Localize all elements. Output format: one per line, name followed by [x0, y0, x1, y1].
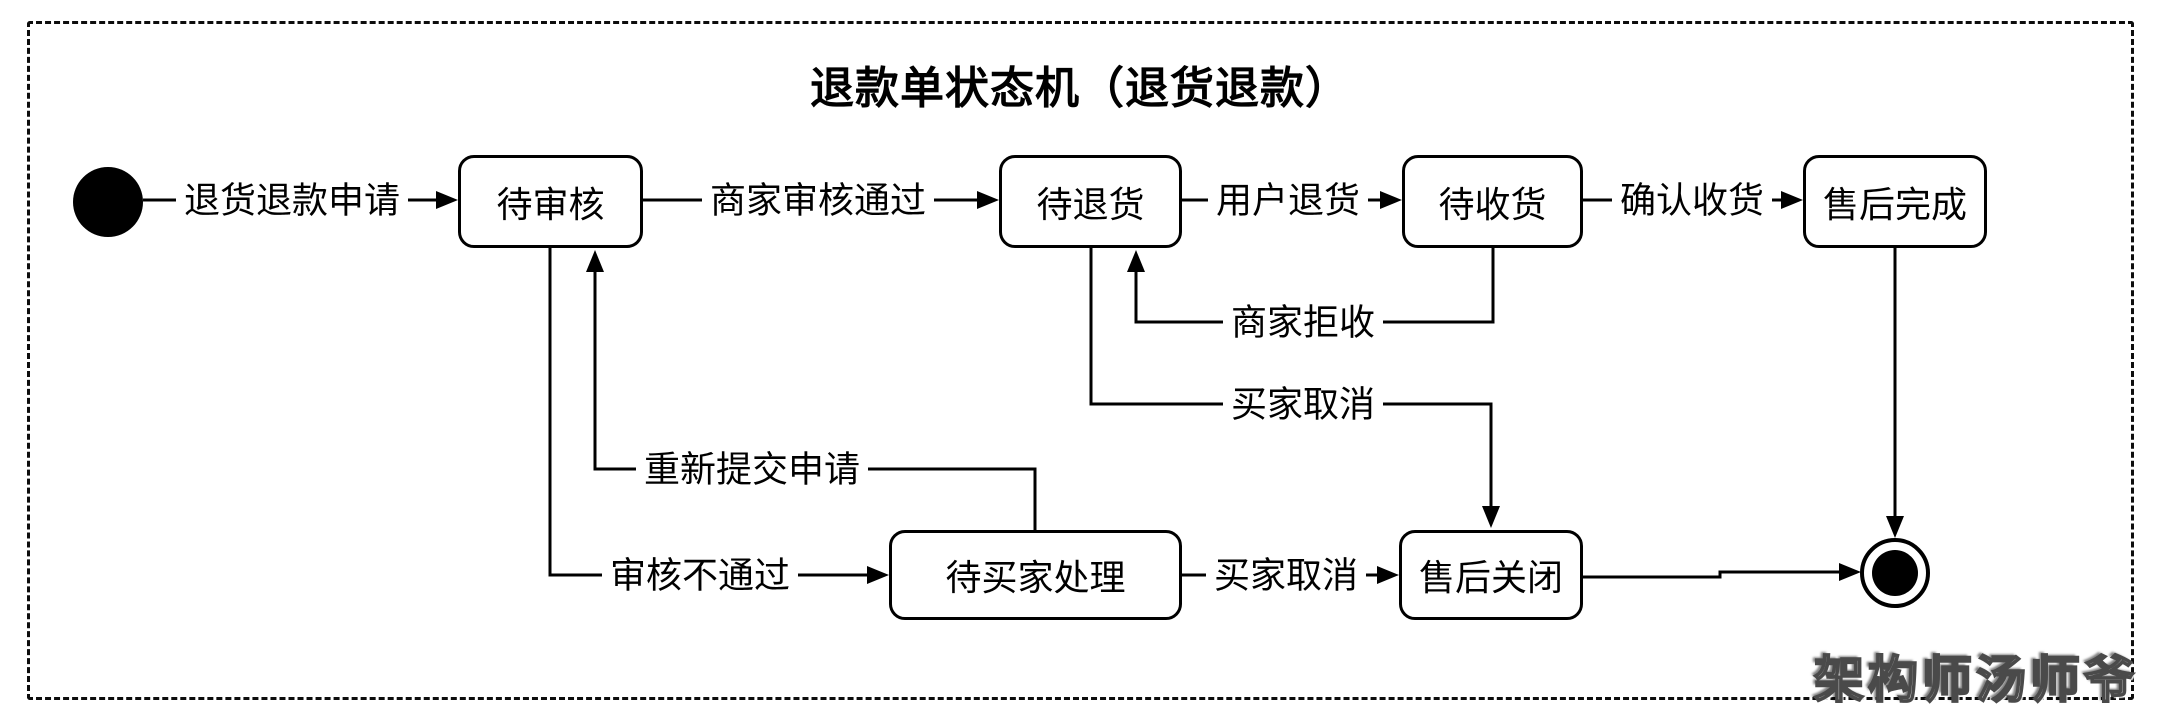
edge-resubmit [593, 262, 1037, 530]
state-pending-return: 待退货 [999, 155, 1182, 248]
transition-label-merchant-approve: 商家审核通过 [701, 179, 935, 221]
transition-label-resubmit: 重新提交申请 [635, 448, 869, 490]
state-aftersale-done-label: 售后完成 [1822, 183, 1967, 225]
arrowhead-confirm-receive [1781, 191, 1803, 209]
arrowhead-resubmit [586, 250, 604, 272]
state-aftersale-closed: 售后关闭 [1399, 530, 1583, 620]
diagram-dashed-border [27, 21, 2134, 700]
transition-label-user-return: 用户退货 [1207, 179, 1369, 221]
state-pending-buyer-label: 待买家处理 [945, 557, 1126, 598]
edge-review-fail [548, 248, 881, 577]
diagram-title: 退款单状态机（退货退款） [810, 64, 1350, 113]
arrowhead-merchant-approve [977, 191, 999, 209]
edge-closed-to-end [1583, 570, 1853, 579]
transition-label-apply: 退货退款申请 [175, 179, 409, 221]
arrowhead-merchant-reject [1127, 250, 1145, 272]
transition-label-merchant-reject: 商家拒收 [1222, 301, 1384, 343]
initial-state-marker [73, 167, 143, 237]
arrowhead-closed-to-end [1839, 563, 1861, 581]
state-pending-review-label: 待审核 [496, 183, 605, 225]
state-aftersale-done: 售后完成 [1803, 155, 1987, 248]
state-pending-buyer: 待买家处理 [889, 530, 1182, 620]
state-pending-review: 待审核 [458, 155, 643, 248]
transition-label-confirm-receive: 确认收货 [1611, 179, 1773, 221]
state-pending-receive: 待收货 [1402, 155, 1583, 248]
arrowhead-user-return [1380, 191, 1402, 209]
transition-label-buyer-cancel-1: 买家取消 [1222, 383, 1384, 425]
state-pending-return-label: 待退货 [1036, 183, 1145, 225]
state-aftersale-closed-label: 售后关闭 [1418, 557, 1563, 598]
watermark-text: 架构师汤师爷 [1813, 651, 2138, 709]
state-pending-receive-label: 待收货 [1438, 183, 1547, 225]
transition-label-review-fail: 审核不通过 [601, 554, 799, 596]
transition-label-buyer-cancel-2: 买家取消 [1205, 554, 1367, 596]
arrowhead-done-to-end [1886, 516, 1904, 538]
arrowhead-buyer-cancel-1 [1482, 506, 1500, 528]
final-state-marker [1860, 538, 1930, 608]
arrowhead-apply [436, 191, 458, 209]
arrowhead-buyer-cancel-2 [1377, 566, 1399, 584]
arrowhead-review-fail [867, 566, 889, 584]
